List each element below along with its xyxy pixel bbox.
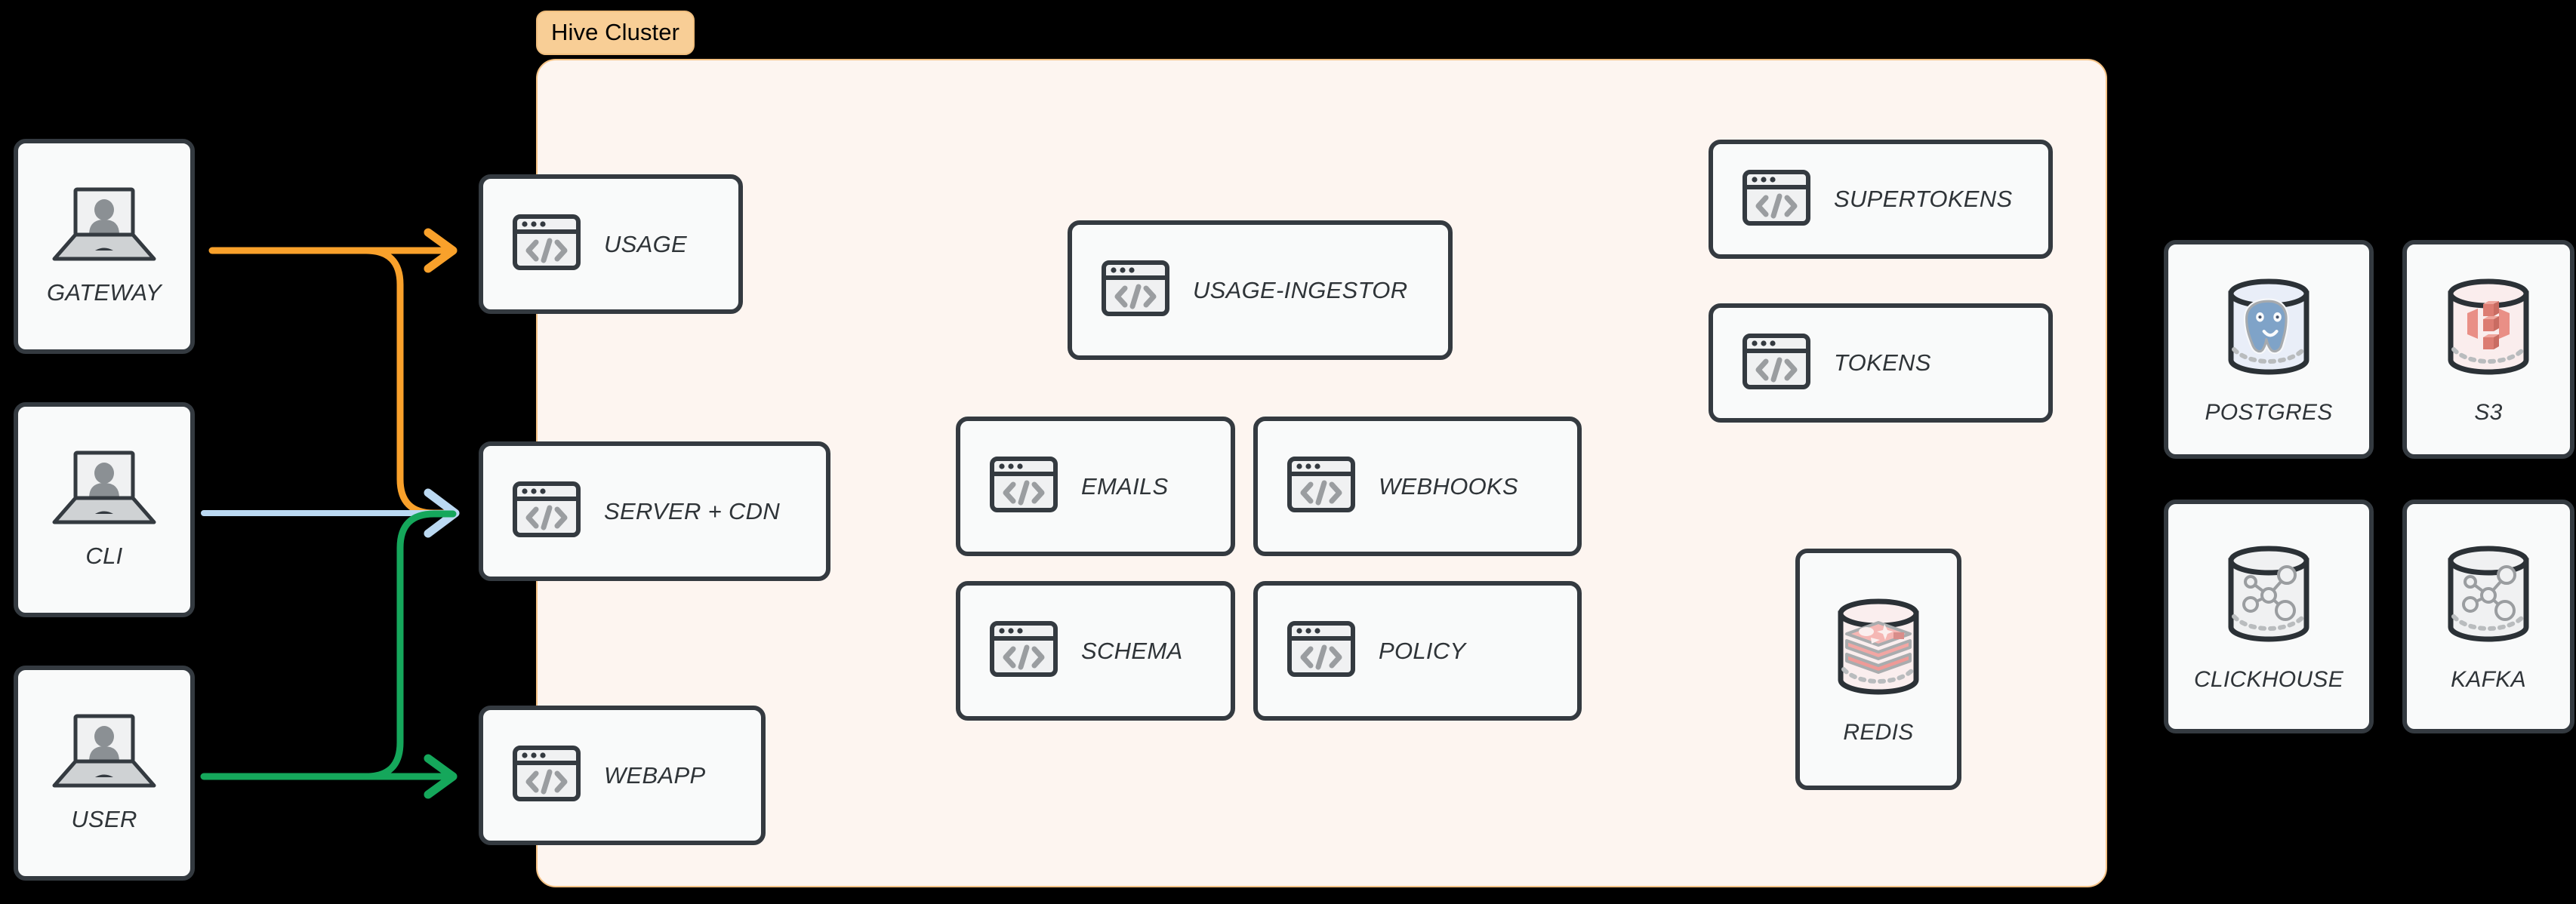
s3-cylinder-icon xyxy=(2440,274,2537,383)
code-window-icon xyxy=(512,475,581,548)
datastore-card-clickhouse[interactable]: CLICKHOUSE xyxy=(2164,500,2374,733)
service-card-policy[interactable]: POLICY xyxy=(1253,581,1582,721)
service-card-server-cdn[interactable]: SERVER + CDN xyxy=(479,441,830,581)
service-card-emails[interactable]: EMAILS xyxy=(956,417,1235,556)
actor-card-user[interactable]: USER xyxy=(14,666,195,881)
code-window-icon xyxy=(1101,254,1170,327)
code-window-icon xyxy=(1742,163,1811,236)
hive-cluster-badge: Hive Cluster xyxy=(536,11,695,55)
datastore-label: KAFKA xyxy=(2451,666,2526,692)
code-window-icon xyxy=(989,450,1058,523)
redis-cylinder-icon xyxy=(1830,594,1927,703)
network-cylinder-icon xyxy=(2220,541,2317,650)
datastore-card-s3[interactable]: S3 xyxy=(2402,240,2574,459)
postgres-cylinder-icon xyxy=(2220,274,2317,383)
code-window-icon xyxy=(1742,327,1811,400)
datastore-card-postgres[interactable]: POSTGRES xyxy=(2164,240,2374,459)
laptop-user-icon xyxy=(48,186,160,269)
datastore-label: S3 xyxy=(2474,399,2503,425)
datastore-label: REDIS xyxy=(1843,719,1914,745)
actor-label: CLI xyxy=(85,543,123,569)
code-window-icon xyxy=(512,739,581,812)
service-label: USAGE xyxy=(604,230,688,257)
service-card-tokens[interactable]: TOKENS xyxy=(1709,303,2053,423)
service-label: WEBAPP xyxy=(604,761,706,789)
service-label: SERVER + CDN xyxy=(604,497,781,524)
code-window-icon xyxy=(1286,450,1356,523)
service-card-usage-ingestor[interactable]: USAGE-INGESTOR xyxy=(1068,220,1453,360)
datastore-card-redis[interactable]: REDIS xyxy=(1795,549,1961,790)
datastore-label: POSTGRES xyxy=(2205,399,2333,425)
service-card-schema[interactable]: SCHEMA xyxy=(956,581,1235,721)
laptop-user-icon xyxy=(48,713,160,795)
actor-label: USER xyxy=(71,806,137,832)
service-label: TOKENS xyxy=(1834,349,1931,376)
code-window-icon xyxy=(989,614,1058,687)
service-card-usage[interactable]: USAGE xyxy=(479,174,743,314)
actor-label: GATEWAY xyxy=(47,279,162,306)
service-label: EMAILS xyxy=(1081,472,1169,500)
code-window-icon xyxy=(512,208,581,281)
datastore-label: CLICKHOUSE xyxy=(2193,666,2344,692)
code-window-icon xyxy=(1286,614,1356,687)
actor-card-cli[interactable]: CLI xyxy=(14,402,195,617)
network-cylinder-icon xyxy=(2440,541,2537,650)
service-label: SCHEMA xyxy=(1081,637,1183,664)
service-card-webapp[interactable]: WEBAPP xyxy=(479,706,766,845)
actor-card-gateway[interactable]: GATEWAY xyxy=(14,139,195,354)
service-label: USAGE-INGESTOR xyxy=(1193,276,1408,303)
service-label: WEBHOOKS xyxy=(1379,472,1518,500)
laptop-user-icon xyxy=(48,450,160,532)
datastore-card-kafka[interactable]: KAFKA xyxy=(2402,500,2574,733)
service-label: SUPERTOKENS xyxy=(1834,186,2013,212)
service-card-supertokens[interactable]: SUPERTOKENS xyxy=(1709,140,2053,259)
service-label: POLICY xyxy=(1379,637,1466,664)
service-card-webhooks[interactable]: WEBHOOKS xyxy=(1253,417,1582,556)
